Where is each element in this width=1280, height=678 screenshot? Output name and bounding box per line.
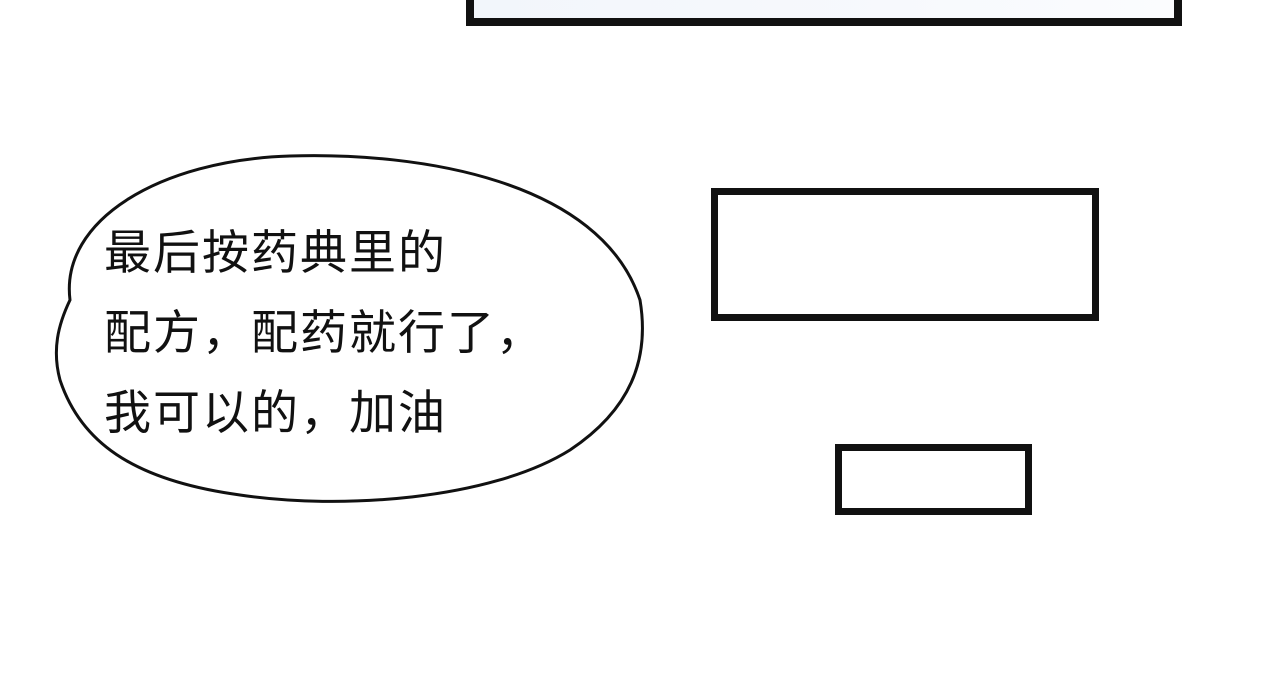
- caption-box-large: [711, 188, 1099, 321]
- speech-bubble-outline: [54, 154, 644, 503]
- speech-bubble: 最后按药典里的 配方，配药就行了， 我可以的，加油: [40, 150, 650, 510]
- speech-bubble-text: 最后按药典里的 配方，配药就行了， 我可以的，加油: [104, 214, 664, 454]
- speech-line-2: 配方，配药就行了，: [104, 306, 545, 361]
- top-panel-frame: [466, 0, 1182, 26]
- speech-line-3: 我可以的，加油: [104, 386, 447, 441]
- speech-line-1: 最后按药典里的: [104, 226, 447, 281]
- caption-box-small: [835, 444, 1032, 515]
